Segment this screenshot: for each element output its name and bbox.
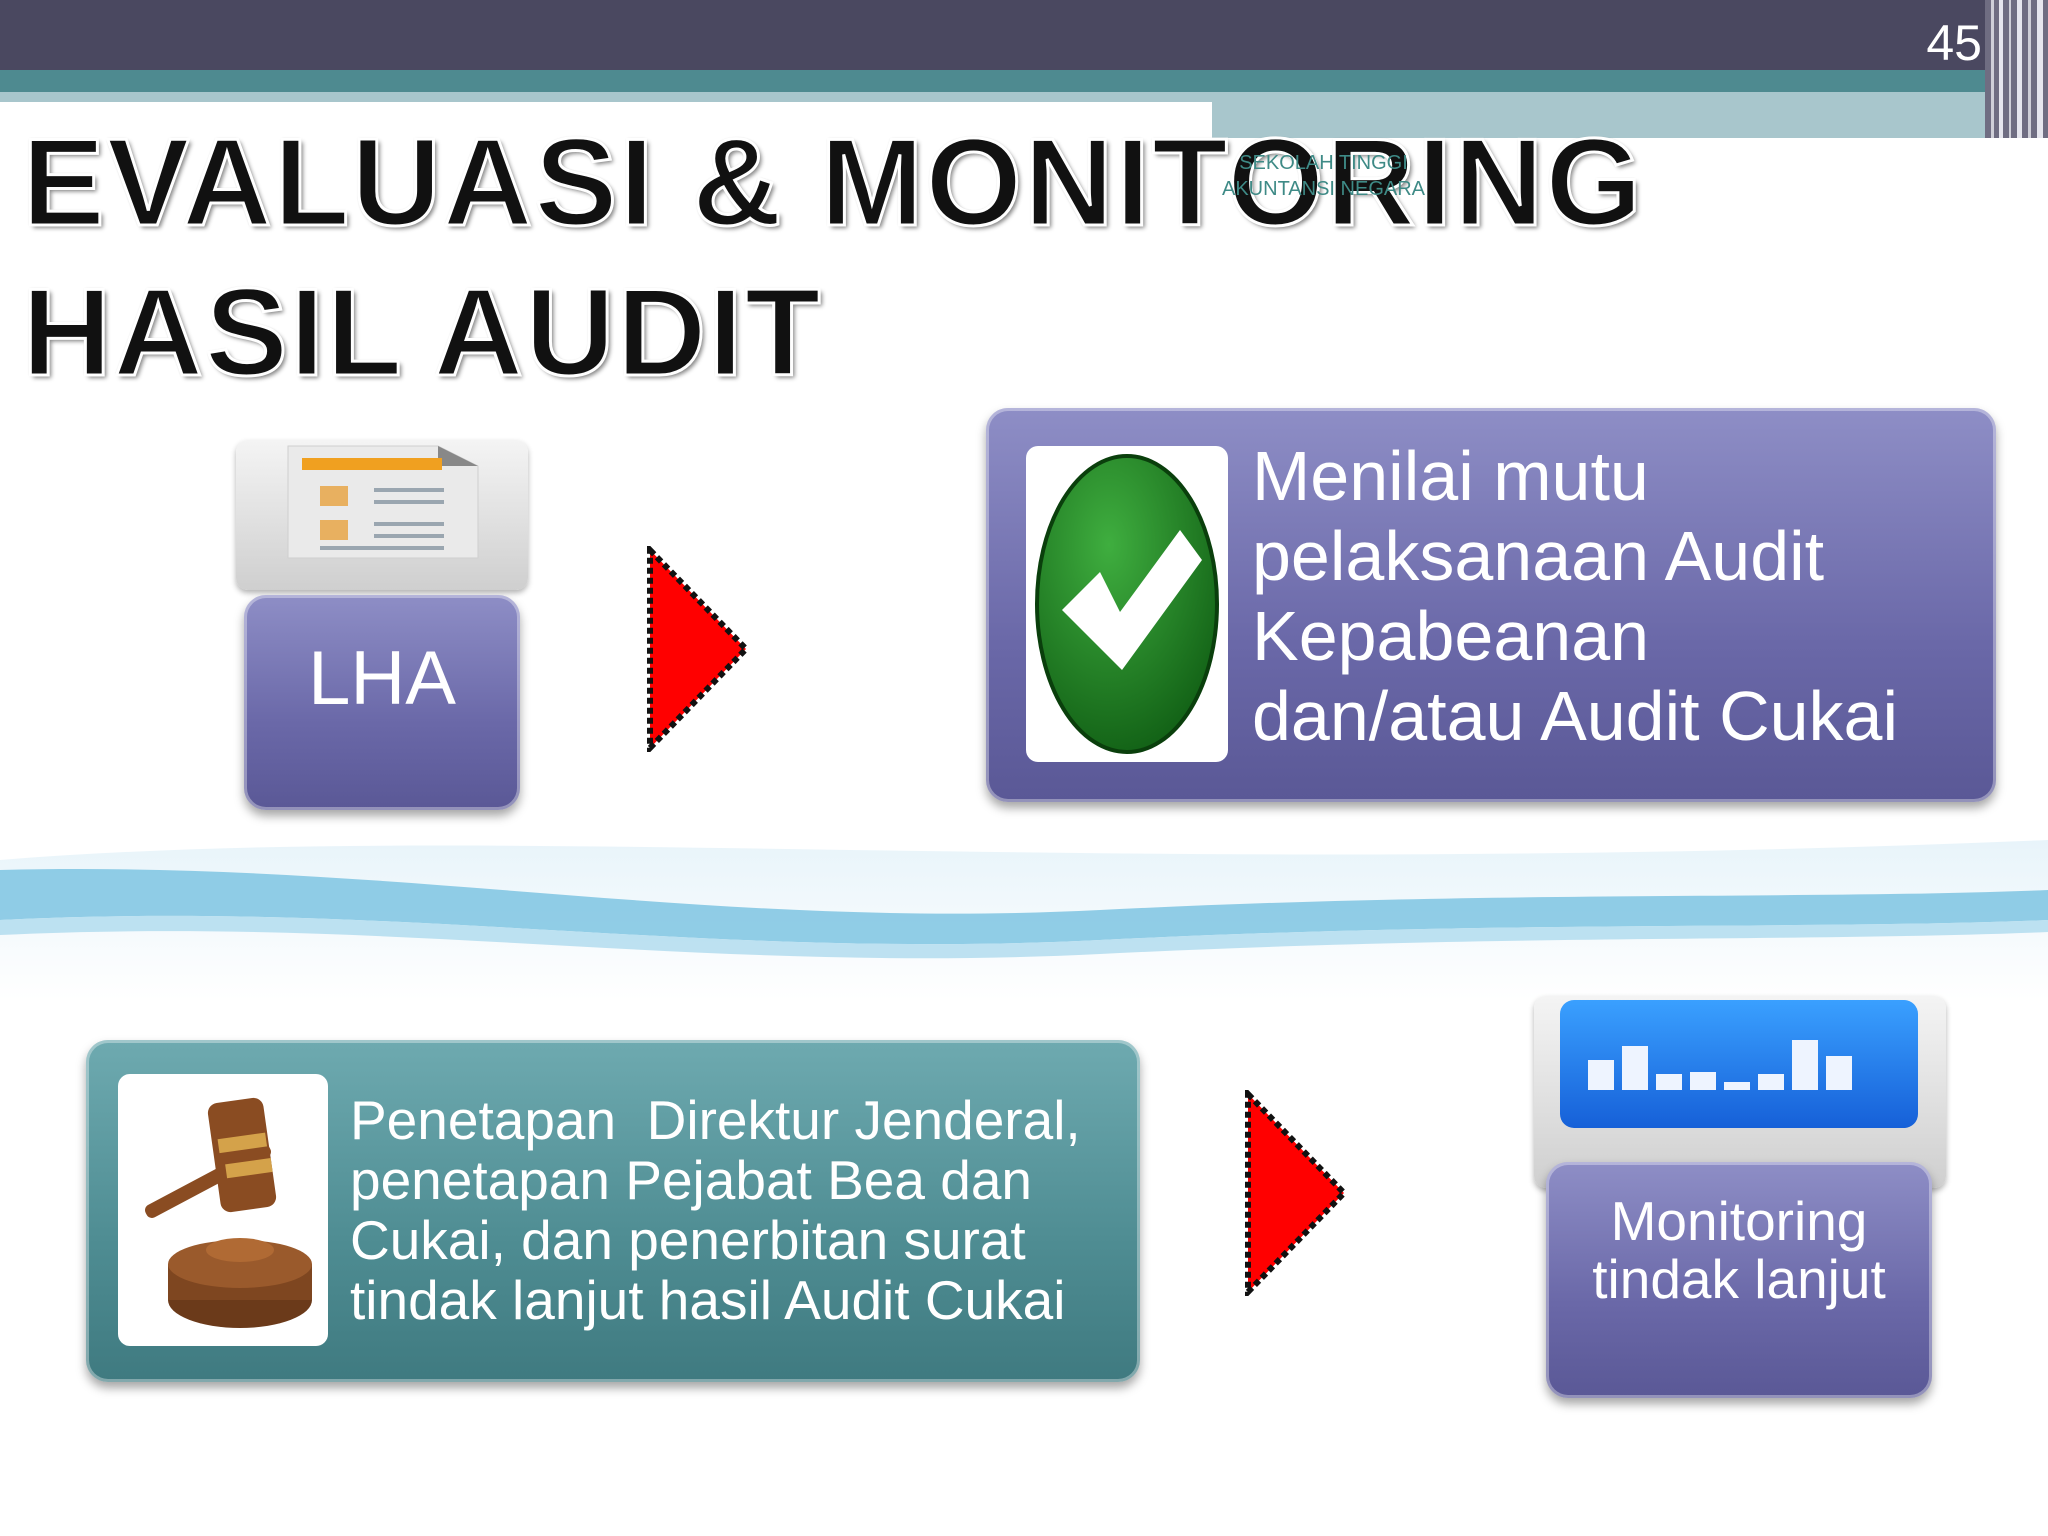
menilai-line-3: Kepabeanan [1252, 597, 1650, 675]
report-document-icon [287, 445, 479, 559]
slide-number: 45 [1926, 15, 1982, 71]
lha-box: LHA [244, 595, 520, 810]
org-line-2: AKUNTANSI NEGARA [1222, 178, 1425, 200]
green-check-icon [1035, 454, 1219, 754]
background-wave [0, 840, 2048, 1000]
menilai-line-2: pelaksanaan Audit [1252, 517, 1825, 595]
penetapan-line-4: tindak lanjut hasil Audit Cukai [350, 1269, 1066, 1331]
penetapan-text: Penetapan Direktur Jenderal, penetapan P… [350, 1090, 1081, 1330]
slide-title-line-2: HASIL AUDIT [20, 263, 823, 404]
header-bar [0, 0, 2048, 70]
header-teal-band [0, 70, 2048, 92]
penetapan-line-2: penetapan Pejabat Bea dan [350, 1149, 1032, 1211]
header-light-band [0, 92, 1212, 102]
header-stripes [1985, 0, 2048, 138]
menilai-line-1: Menilai mutu [1252, 437, 1649, 515]
penetapan-line-1: Penetapan Direktur Jenderal, [350, 1089, 1081, 1151]
menilai-text: Menilai mutu pelaksanaan Audit Kepabeana… [1252, 436, 1898, 756]
monitoring-line-1: Monitoring [1610, 1190, 1868, 1252]
monitoring-text: Monitoring tindak lanjut [1546, 1192, 1932, 1308]
monitoring-box: Monitoring tindak lanjut [1546, 1162, 1932, 1398]
menilai-box: Menilai mutu pelaksanaan Audit Kepabeana… [986, 408, 1996, 802]
org-watermark: SEKOLAH TINGGI AKUNTANSI NEGARA [1222, 150, 1425, 202]
monitoring-line-2: tindak lanjut [1592, 1248, 1886, 1310]
slide-title-line-1: EVALUASI & MONITORING [21, 113, 1644, 254]
header-light-band-right [1212, 92, 2048, 138]
menilai-line-4: dan/atau Audit Cukai [1252, 677, 1899, 755]
lha-label: LHA [308, 636, 456, 721]
org-line-1: SEKOLAH TINGGI [1239, 152, 1408, 174]
gavel-icon [145, 1097, 312, 1328]
arrow-right-icon [1245, 1090, 1349, 1296]
arrow-right-icon [647, 546, 751, 752]
penetapan-box: Penetapan Direktur Jenderal, penetapan P… [86, 1040, 1140, 1382]
bar-chart-icon [1560, 1000, 1918, 1128]
penetapan-line-3: Cukai, dan penerbitan surat [350, 1209, 1026, 1271]
